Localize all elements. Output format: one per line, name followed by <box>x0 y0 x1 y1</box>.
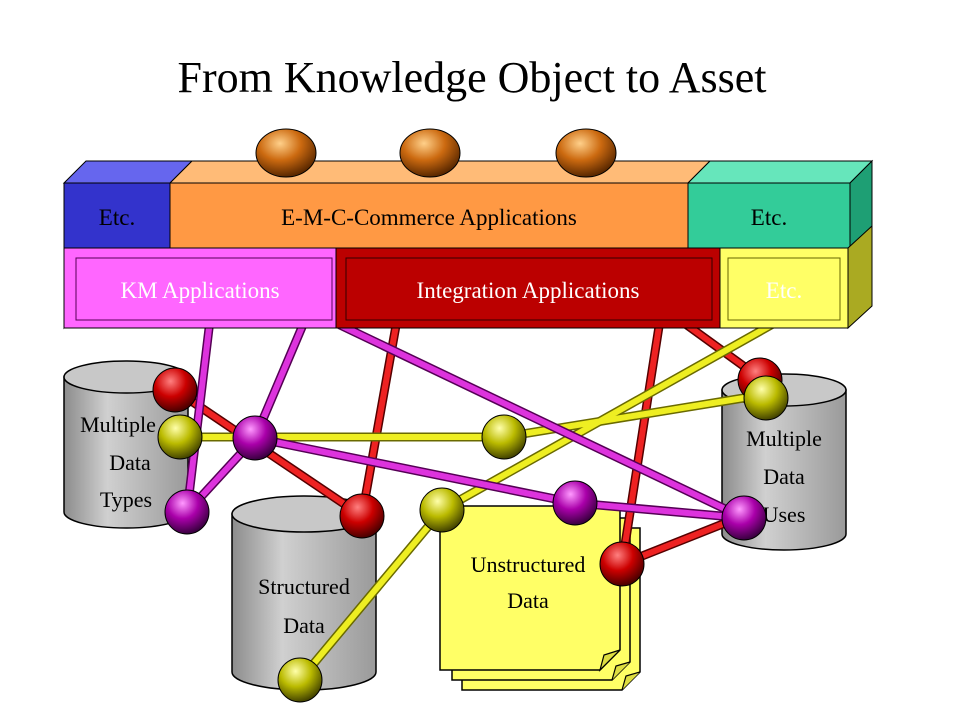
store-unstructured-data: Unstructured Data <box>439 505 641 691</box>
store-types-line2: Data <box>109 450 151 475</box>
red-node <box>599 541 645 587</box>
magenta-node <box>552 480 598 526</box>
commerce-label: E-M-C-Commerce Applications <box>281 205 577 230</box>
integration-label: Integration Applications <box>417 278 640 303</box>
integration-applications-block: Integration Applications <box>335 247 721 329</box>
km-applications-block: KM Applications <box>63 247 337 330</box>
magenta-node <box>721 495 767 541</box>
application-layer: Etc. E-M-C-Commerce Applications Etc. KM… <box>62 159 874 330</box>
store-structured-data: Structured Data <box>231 495 377 691</box>
etc-lower-label: Etc. <box>766 278 802 303</box>
store-uses-line2: Data <box>763 464 805 489</box>
etc-block-lower: Etc. <box>719 247 849 329</box>
etc-block-left: Etc. <box>63 182 171 249</box>
red-node <box>339 493 385 539</box>
store-types-line1: Multiple <box>80 412 156 437</box>
store-structured-line1: Structured <box>258 574 350 599</box>
yellow-node <box>743 375 789 421</box>
magenta-node <box>164 489 210 535</box>
yellow-node <box>419 487 465 533</box>
km-label: KM Applications <box>120 278 279 303</box>
store-uses-line1: Multiple <box>746 426 822 451</box>
red-node <box>152 367 198 413</box>
commerce-applications-block: E-M-C-Commerce Applications <box>169 182 689 249</box>
store-structured-line2: Data <box>283 613 325 638</box>
etc-right-label: Etc. <box>751 205 787 230</box>
orange-node-1 <box>255 128 317 178</box>
store-multiple-data-types: Multiple Data Types <box>63 360 189 529</box>
orange-node-2 <box>399 128 461 178</box>
store-unstructured-line1: Unstructured <box>471 552 586 577</box>
diagram-title: From Knowledge Object to Asset <box>177 53 767 102</box>
orange-node-3 <box>555 128 617 178</box>
link-nodes <box>152 357 789 703</box>
yellow-node <box>481 414 527 460</box>
yellow-node <box>277 657 323 703</box>
magenta-node <box>232 415 278 461</box>
etc-left-label: Etc. <box>99 205 135 230</box>
yellow-node <box>157 414 203 460</box>
store-uses-line3: Uses <box>763 502 806 527</box>
etc-block-right: Etc. <box>687 182 851 249</box>
top-nodes <box>255 128 617 178</box>
store-unstructured-line2: Data <box>507 588 549 613</box>
store-types-line3: Types <box>100 487 152 512</box>
